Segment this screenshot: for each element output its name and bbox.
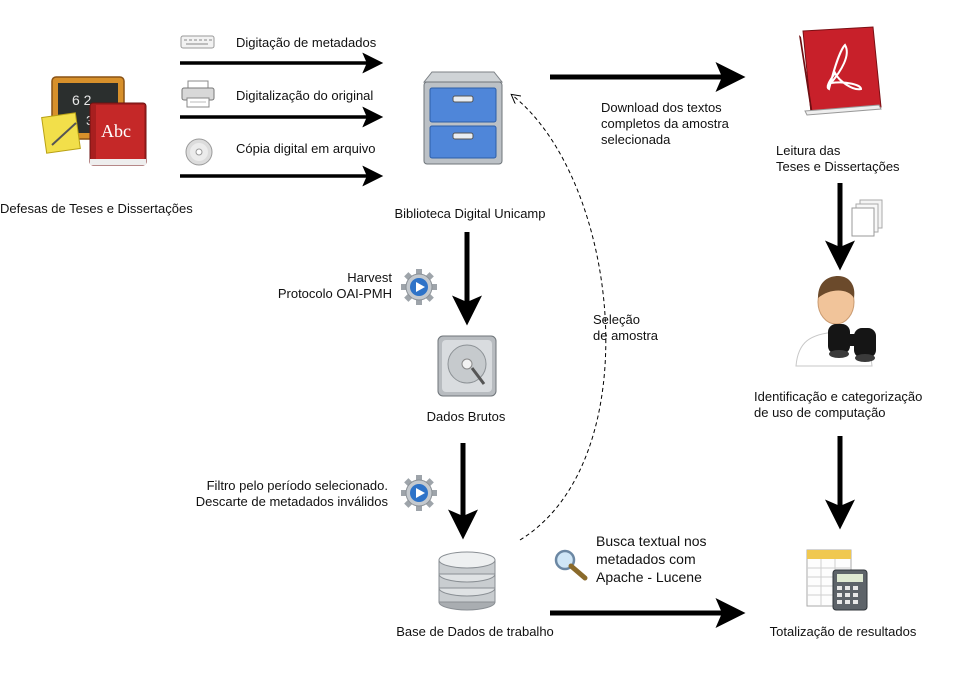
hard-drive-icon [437,335,497,397]
label-base-dados: Base de Dados de trabalho [396,624,554,639]
label-defesas: Defesas de Teses e Dissertações [0,201,193,216]
keyboard-icon [180,35,215,49]
label-totalizacao: Totalização de resultados [769,624,917,639]
label-busca: Busca textual nos metadados com Apache -… [596,533,707,585]
label-biblioteca: Biblioteca Digital Unicamp [394,206,546,221]
database-icon [438,551,496,611]
printer-scanner-icon [181,80,215,108]
chalk-digits: 6 2 [72,92,92,108]
label-copia: Cópia digital em arquivo [236,141,376,156]
label-digitalizacao: Digitalização do original [236,88,374,103]
label-leitura: Leitura das Teses e Dissertações [776,143,900,174]
label-identificacao: Identificação e categorização de uso de … [754,389,923,420]
label-dados-brutos: Dados Brutos [426,409,506,424]
label-filtro: Filtro pelo período selecionado. Descart… [195,478,388,509]
book-letter: Abc [101,121,131,141]
person-binoculars-icon [795,276,876,367]
gear-play-icon [401,269,437,305]
filing-cabinet-icon [422,71,504,165]
label-selecao: Seleção de amostra [593,312,659,343]
label-digitacao: Digitação de metadados [236,35,377,50]
search-icon [554,549,588,581]
arrow-selecao-dashed [512,95,607,541]
cd-icon [185,138,213,166]
pdf-book-icon [799,26,882,116]
documents-icon [851,199,883,237]
label-harvest: Harvest Protocolo OAI-PMH [277,270,392,301]
thesis-defense-icon: 6 2 3 Abc [41,76,147,166]
label-download: Download dos textos completos da amostra… [601,100,729,147]
gear-play-icon [401,475,437,511]
calculator-spreadsheet-icon [806,549,868,611]
